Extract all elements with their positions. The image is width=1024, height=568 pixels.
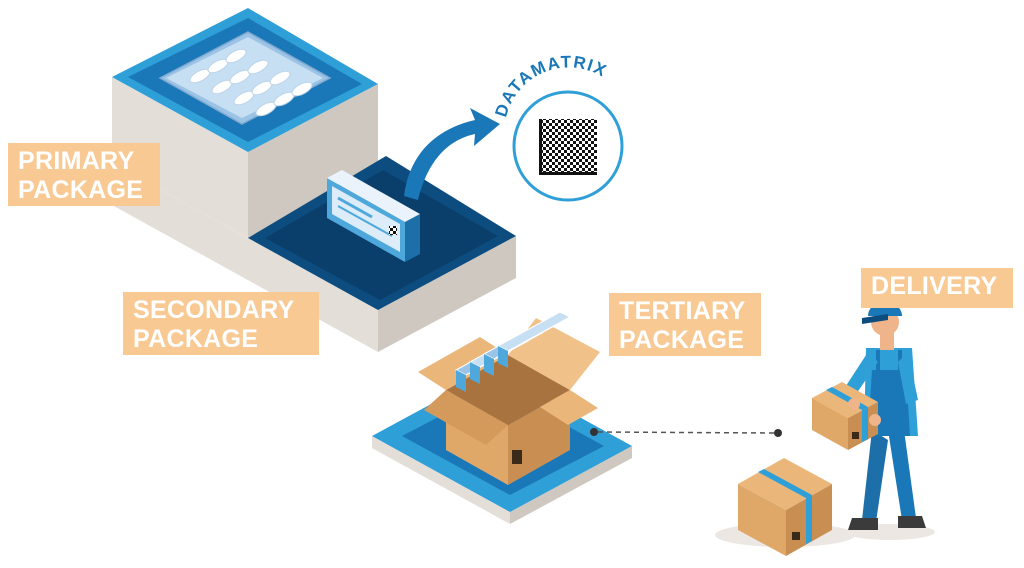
blister-pack-icon xyxy=(158,31,332,125)
carried-box-icon xyxy=(812,382,881,450)
delivery-path xyxy=(590,428,782,437)
tertiary-package-line-2: PACKAGE xyxy=(619,326,745,354)
pill-icon xyxy=(269,70,291,86)
pill-icon xyxy=(247,59,269,75)
delivery-label: DELIVERY xyxy=(861,268,1013,308)
primary-package-label: PRIMARY PACKAGE xyxy=(8,143,160,206)
stacked-medicine-box-side xyxy=(470,362,480,384)
secondary-package-label: SECONDARY PACKAGE xyxy=(123,292,319,355)
delivery-label-text: DELIVERY xyxy=(871,272,998,300)
stacked-medicine-box-side xyxy=(498,346,508,368)
medicine-box-icon xyxy=(327,170,420,262)
secondary-package-line-2: PACKAGE xyxy=(133,325,259,353)
tertiary-package-label: TERTIARY PACKAGE xyxy=(609,293,761,356)
datamatrix-badge: DATAMATRIX xyxy=(491,52,624,202)
stacked-medicine-box-side xyxy=(456,370,466,392)
ground-box-icon xyxy=(715,458,855,556)
datamatrix-code-icon xyxy=(539,119,597,175)
secondary-package-line-1: SECONDARY xyxy=(133,296,295,324)
cardboard-box-icon xyxy=(418,311,600,485)
pill-icon xyxy=(291,81,313,97)
curved-arrow-icon xyxy=(404,108,500,200)
tertiary-package-line-1: TERTIARY xyxy=(619,297,746,325)
primary-package-line-2: PACKAGE xyxy=(18,176,144,204)
pill-icon xyxy=(225,48,247,64)
stacked-medicine-box-side xyxy=(484,354,494,376)
primary-package-line-1: PRIMARY xyxy=(18,147,135,175)
delivery-worker-icon xyxy=(842,302,935,540)
